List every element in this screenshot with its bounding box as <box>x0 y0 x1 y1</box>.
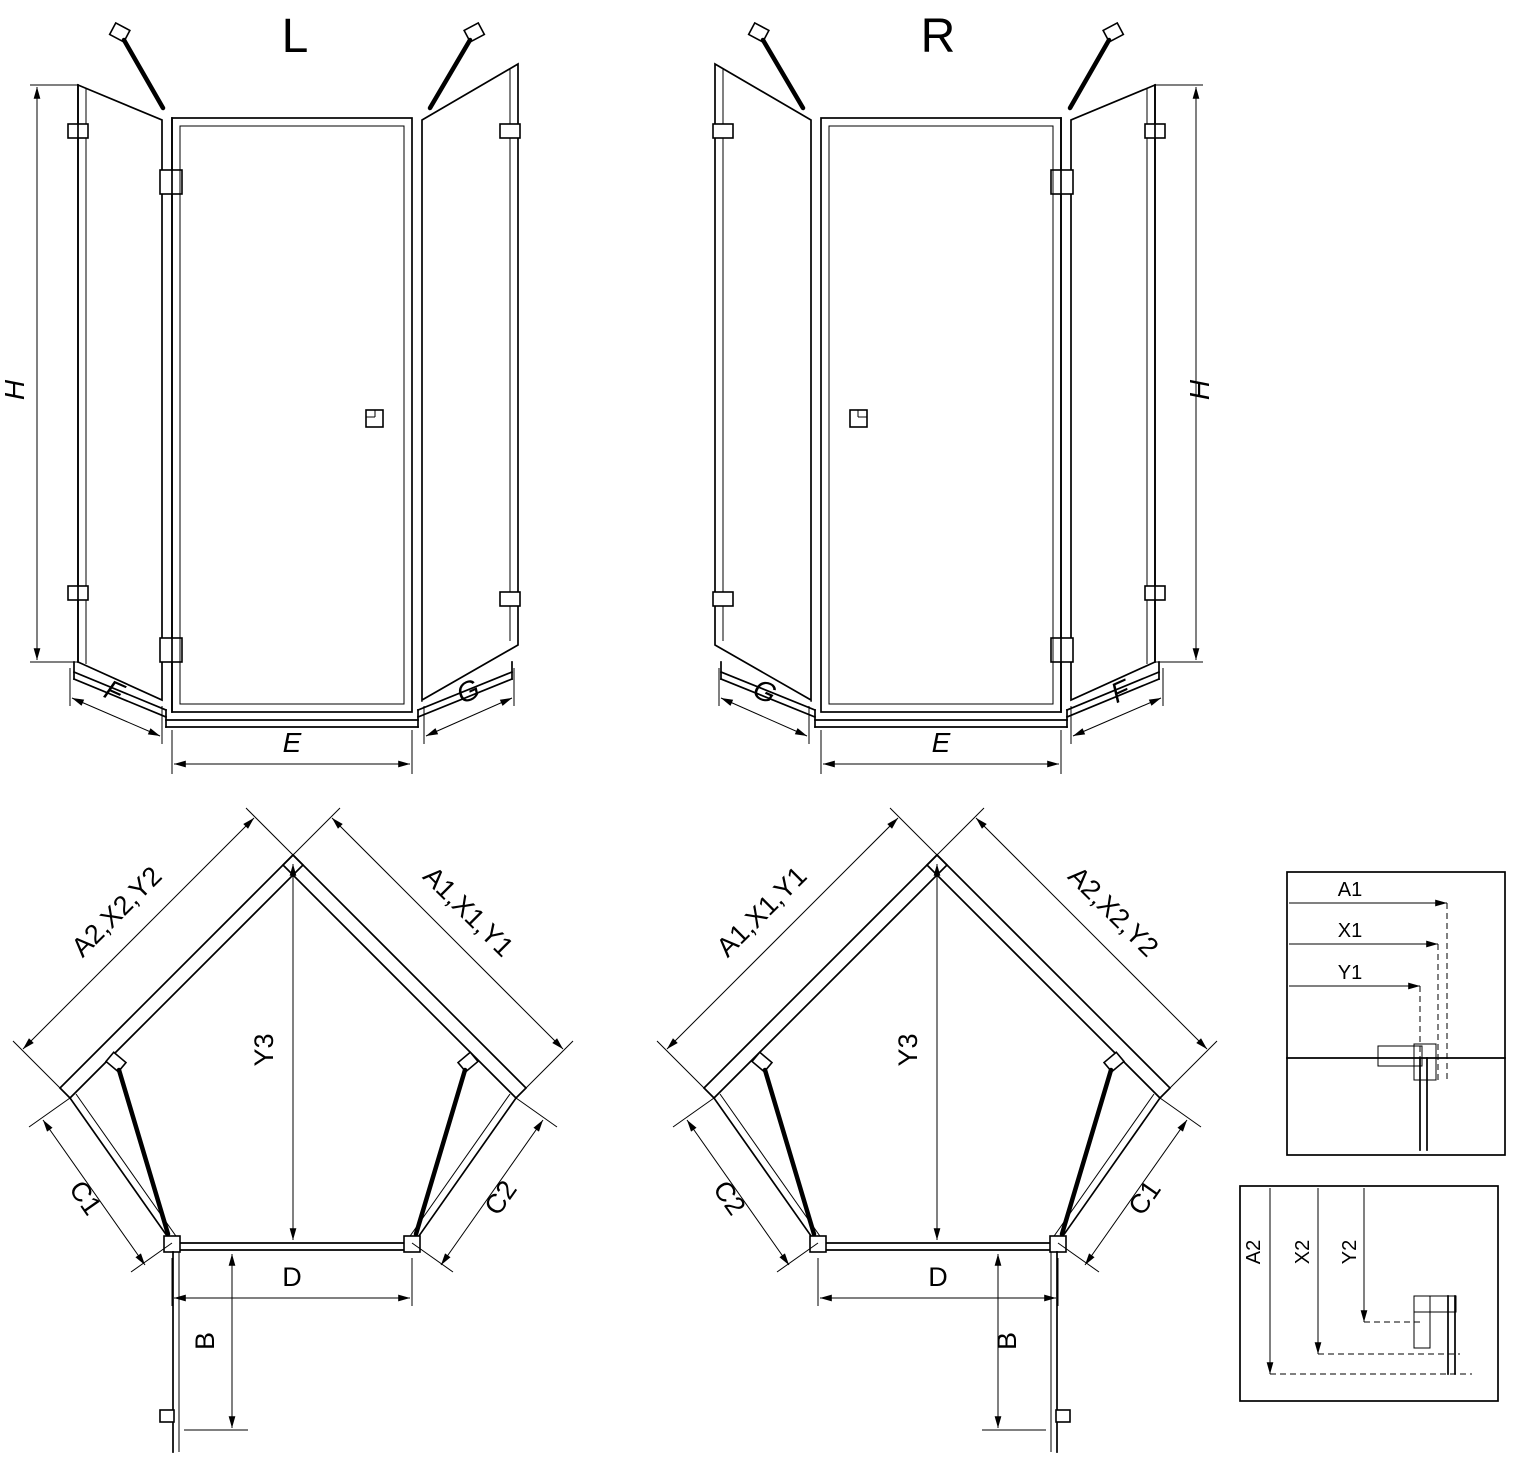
plan-view-right <box>657 808 1217 1452</box>
plan-right-dim-b: B <box>992 1332 1022 1350</box>
detail-dim-a1: A1 <box>1338 879 1362 901</box>
detail-dim-a2: A2 <box>1243 1240 1265 1264</box>
plan-right-dim-d: D <box>928 1262 948 1292</box>
detail-dim-x2: X2 <box>1292 1240 1314 1264</box>
front-right-dim-height: H <box>1184 379 1215 400</box>
front-right-title: R <box>921 10 956 63</box>
plan-right-dim-depth: Y3 <box>893 1033 923 1066</box>
front-view-left <box>30 23 520 774</box>
detail-dim-y1: Y1 <box>1338 962 1362 984</box>
plan-left-dim-wall-left: A2,X2,Y2 <box>66 861 168 963</box>
plan-left-dim-wall-right: A1,X1,Y1 <box>417 861 519 963</box>
plan-right-dim-c2: C2 <box>707 1175 751 1220</box>
plan-right-dim-wall-right: A2,X2,Y2 <box>1062 861 1164 963</box>
front-left-dim-f: F <box>100 674 130 710</box>
plan-view-left <box>13 808 573 1452</box>
plan-right-dim-wall-left: A1,X1,Y1 <box>711 861 813 963</box>
plan-left-dim-c1: C1 <box>63 1175 107 1220</box>
detail-view-vertical <box>1239 1185 1499 1402</box>
front-right-dim-g: G <box>749 673 782 710</box>
front-left-dim-g: G <box>452 673 485 710</box>
front-left-dim-e: E <box>283 727 302 758</box>
front-view-right <box>713 23 1203 774</box>
detail-dim-x1: X1 <box>1338 920 1362 942</box>
plan-right-dim-c1: C1 <box>1122 1175 1166 1220</box>
front-right-dim-e: E <box>932 727 951 758</box>
detail-dim-y2: Y2 <box>1339 1240 1361 1264</box>
plan-left-dim-c2: C2 <box>478 1175 522 1220</box>
detail-view-horizontal <box>1286 871 1506 1156</box>
front-left-title: L <box>282 10 309 63</box>
plan-left-dim-b: B <box>190 1332 220 1350</box>
front-left-dim-height: H <box>0 379 30 400</box>
plan-left-dim-depth: Y3 <box>249 1033 279 1066</box>
plan-left-dim-d: D <box>282 1262 302 1292</box>
